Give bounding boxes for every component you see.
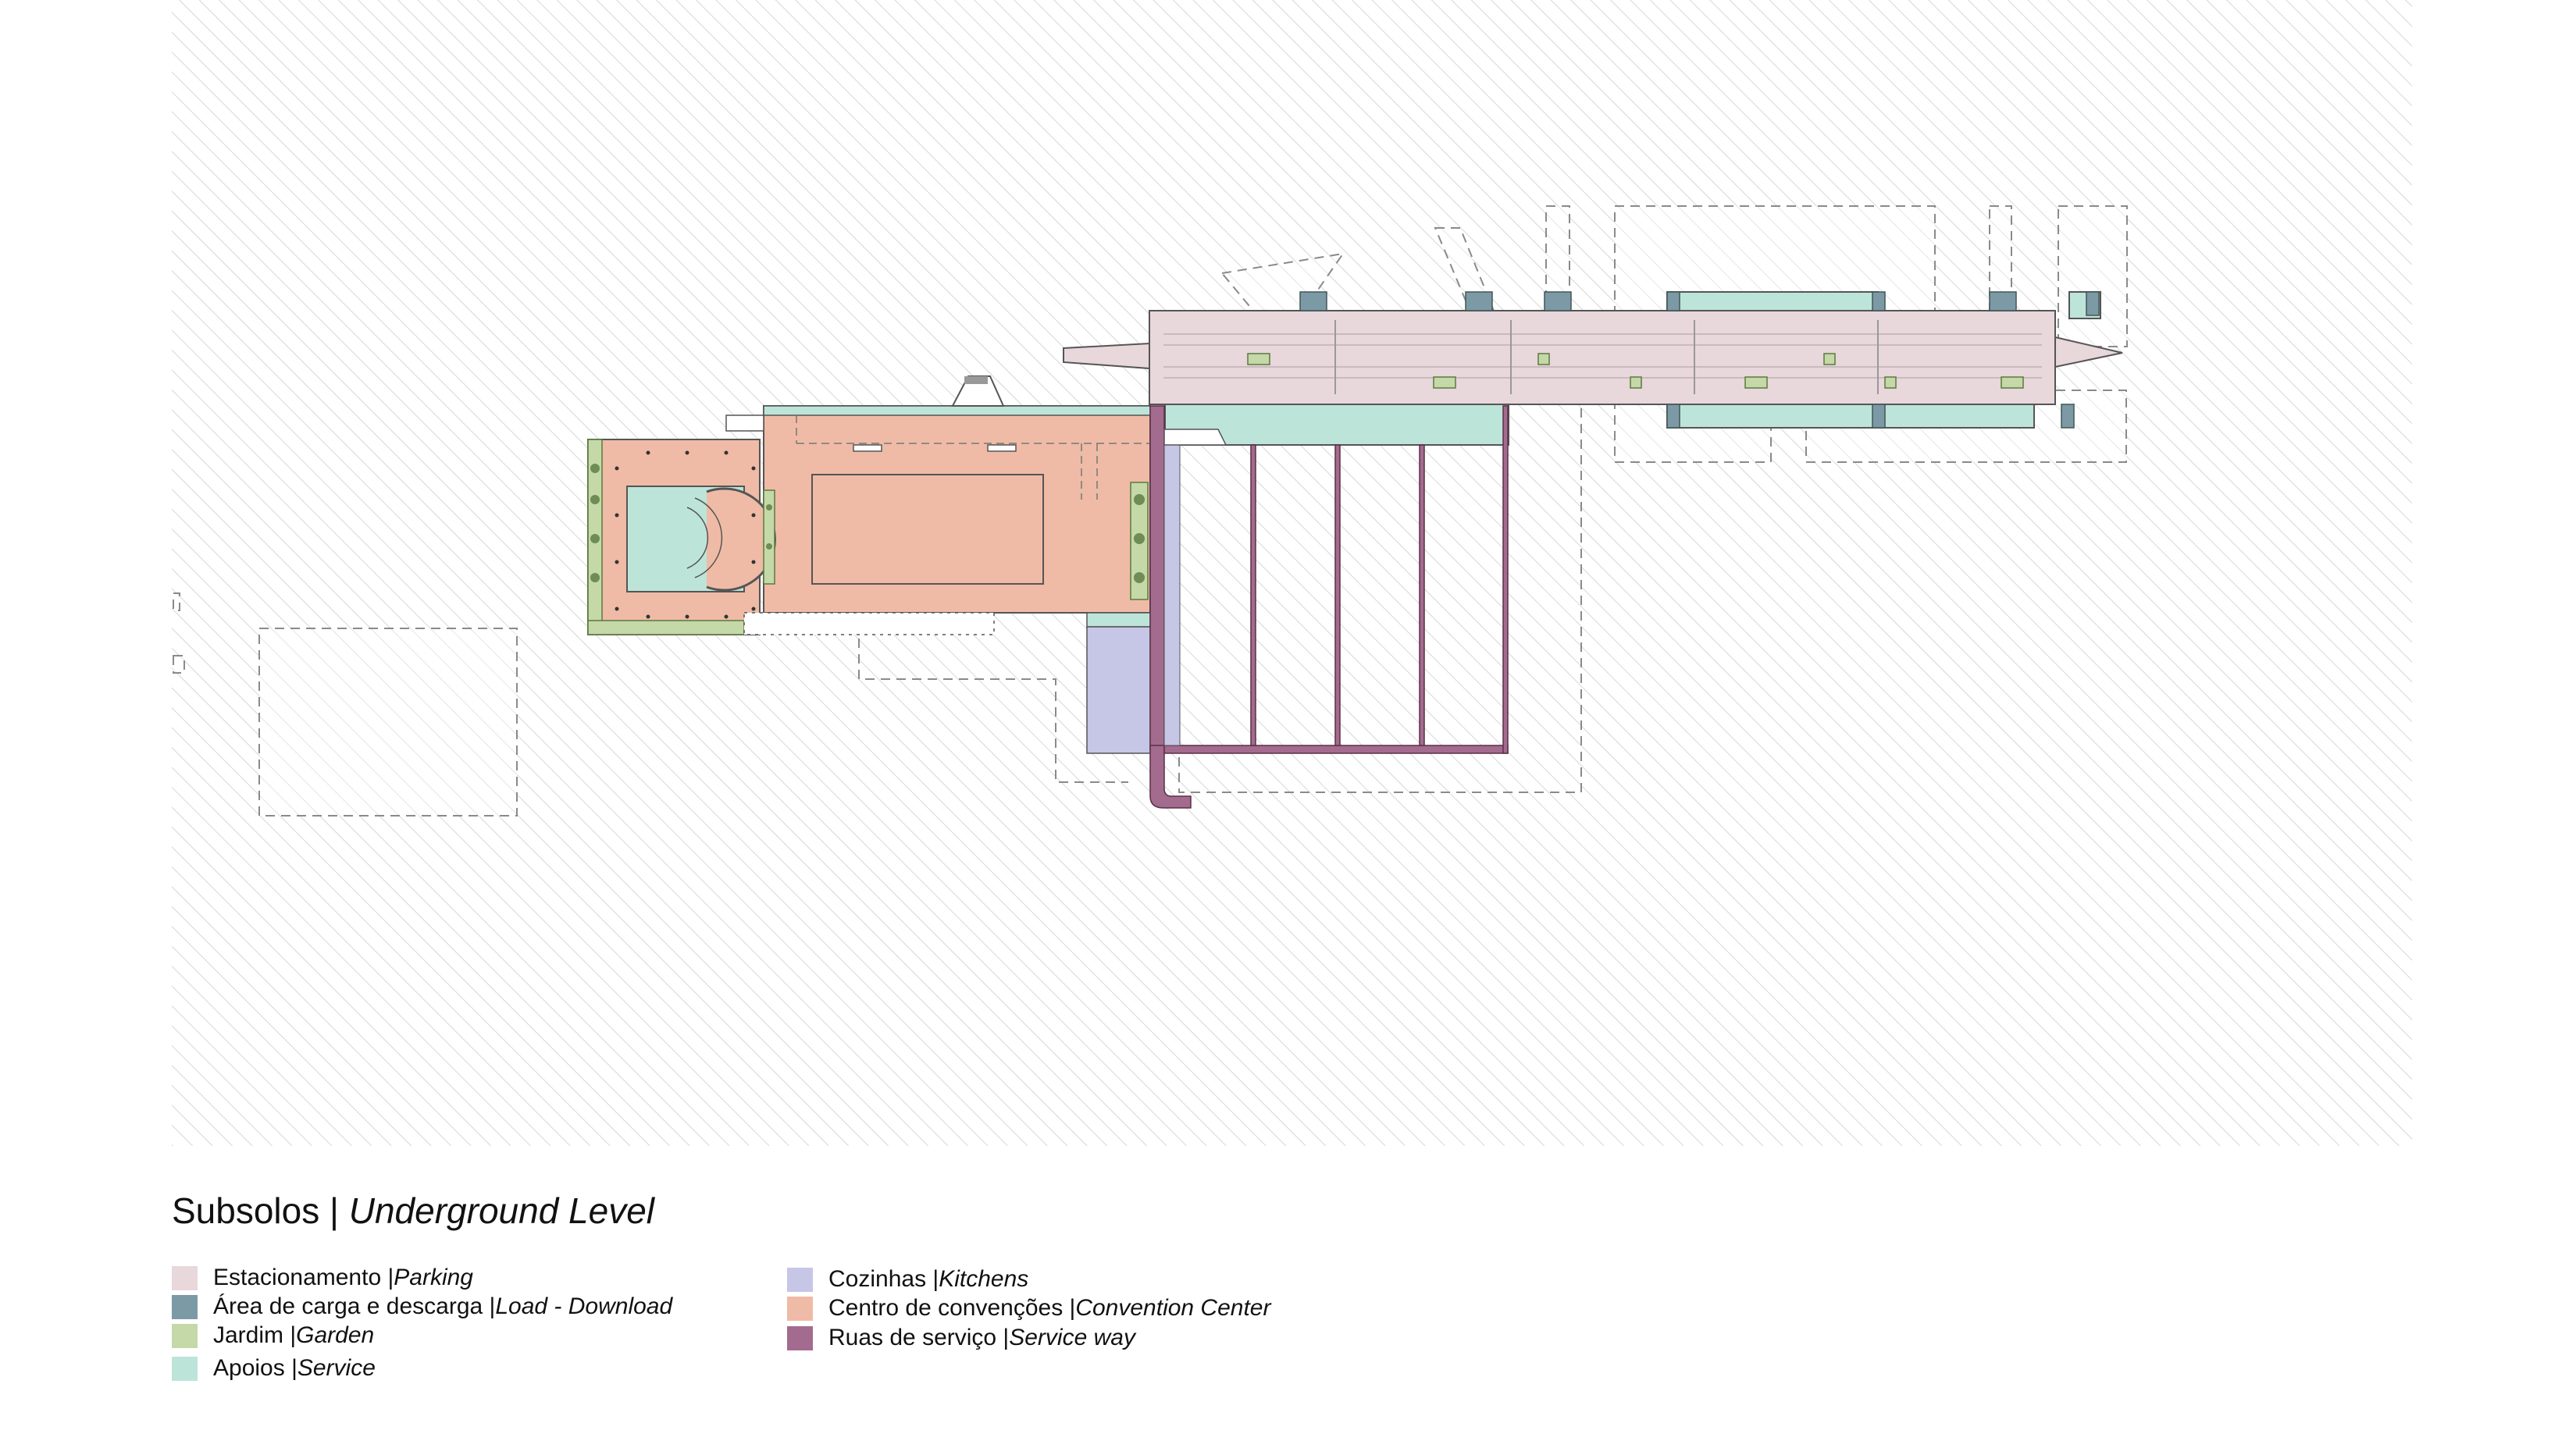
legend-label-en: Load - Download	[495, 1293, 673, 1319]
legend-swatch-garden	[172, 1323, 198, 1348]
garden-trees	[590, 464, 1145, 583]
legend-title-en: Underground Level	[348, 1190, 655, 1231]
legend-label-en: Parking	[394, 1265, 473, 1290]
legend-item-convention-center: Centro de convenções | Convention Center	[787, 1295, 1270, 1322]
legend-item-garden: Jardim | Garden	[172, 1322, 374, 1349]
legend-label-pt: Centro de convenções |	[828, 1295, 1076, 1321]
legend-label-pt: Área de carga e descarga |	[213, 1293, 496, 1319]
legend-swatch-service	[172, 1356, 198, 1381]
legend-label-pt: Ruas de serviço |	[828, 1325, 1010, 1350]
legend-label-pt: Jardim |	[213, 1322, 297, 1348]
service-way	[1149, 405, 1509, 809]
legend-label-en: Service way	[1009, 1325, 1135, 1350]
legend-swatch-service-way	[787, 1325, 813, 1350]
legend-label-en: Convention Center	[1075, 1295, 1271, 1321]
kitchens-block	[1086, 626, 1151, 754]
legend-item-load-download: Área de carga e descarga | Load - Downlo…	[172, 1293, 672, 1320]
ramp-connector	[1163, 429, 1227, 446]
column-dots	[615, 450, 756, 619]
legend-swatch-convention-center	[787, 1296, 813, 1321]
legend-title: Subsolos | Underground Level	[172, 1193, 654, 1229]
lower-strip	[743, 612, 995, 635]
legend-label-en: Garden	[296, 1322, 375, 1348]
legend-label-en: Service	[297, 1355, 376, 1381]
auditorium	[626, 486, 776, 592]
site-plan-drawing	[172, 0, 2412, 1146]
legend-label-en: Kitchens	[939, 1266, 1029, 1292]
legend-item-service: Apoios | Service	[172, 1355, 376, 1382]
legend-swatch-kitchens	[787, 1267, 813, 1292]
legend-item-service-way: Ruas de serviço | Service way	[787, 1325, 1135, 1351]
parking-garden-spots	[1247, 353, 2024, 389]
legend-label-pt: Estacionamento |	[213, 1265, 394, 1290]
legend-swatch-parking	[172, 1265, 198, 1290]
legend-swatch-load-download	[172, 1294, 198, 1319]
legend-item-kitchens: Cozinhas | Kitchens	[787, 1266, 1028, 1293]
kitchen-strip	[1163, 444, 1181, 746]
convention-center	[587, 375, 1151, 635]
legend-item-parking: Estacionamento | Parking	[172, 1265, 473, 1291]
legend-title-pt: Subsolos |	[172, 1190, 349, 1231]
load-download-blocks	[1299, 291, 2100, 429]
legend-label-pt: Cozinhas |	[828, 1266, 939, 1292]
service-south-block	[1086, 612, 1151, 628]
site-hatch-background	[172, 0, 2412, 1146]
legend-label-pt: Apoios |	[213, 1355, 298, 1381]
parking-area	[1063, 310, 2123, 405]
